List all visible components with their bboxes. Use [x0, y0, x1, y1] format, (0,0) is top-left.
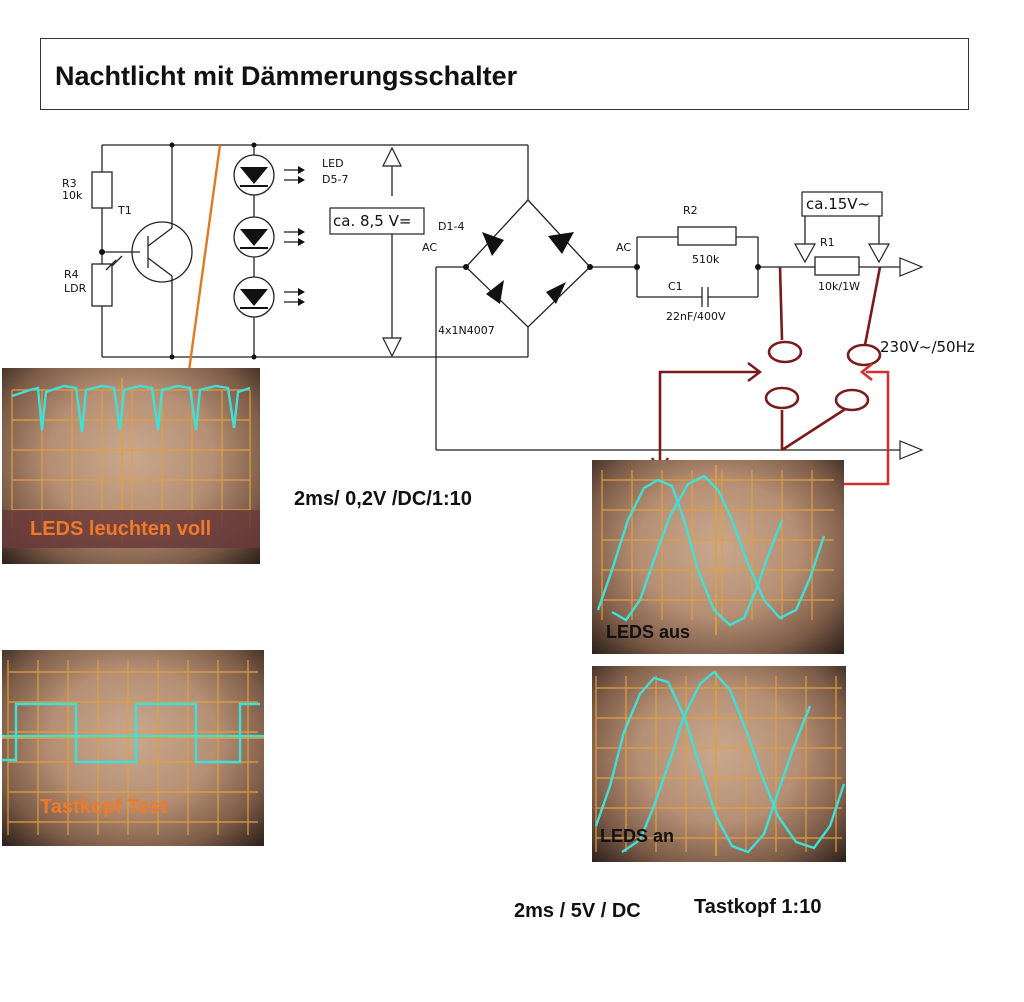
- label-ac-right: AC: [616, 241, 632, 254]
- ldr-r4: [91, 263, 113, 307]
- scope-1-trace: [2, 378, 260, 548]
- label-r1-value: 10k/1W: [818, 280, 860, 293]
- scope-settings-bottom-b: Tastkopf 1:10: [694, 896, 822, 918]
- resistor-r2: [677, 226, 737, 246]
- label-bridge: D1-4: [438, 220, 465, 233]
- label-ac-voltage: ca.15V~: [806, 195, 871, 213]
- scope-4-trace: [594, 670, 846, 856]
- label-c1: C1: [668, 280, 683, 293]
- scope-1-caption: LEDS leuchten voll: [30, 518, 212, 540]
- terminal-top: [899, 257, 924, 277]
- scope-screen-3: LEDS aus: [592, 460, 844, 654]
- label-c1-value: 22nF/400V: [666, 310, 726, 323]
- label-dc-voltage: ca. 8,5 V=: [333, 212, 412, 230]
- resistor-r3: [91, 171, 113, 209]
- label-led-range: D5-7: [322, 173, 349, 186]
- scope-settings-bottom-a: 2ms / 5V / DC: [514, 900, 641, 922]
- scope-2-caption: Tastkopf Test: [40, 796, 168, 818]
- resistor-r1: [814, 256, 860, 276]
- label-led: LED: [322, 157, 344, 170]
- label-r3: R3: [62, 177, 77, 190]
- label-ac-left: AC: [422, 241, 438, 254]
- label-r2: R2: [683, 204, 698, 217]
- scope-screen-1: LEDS leuchten voll: [2, 368, 260, 564]
- label-r4: R4: [64, 268, 79, 281]
- scope-3-trace: [596, 465, 834, 635]
- scope-4-caption: LEDS an: [600, 826, 675, 846]
- title-box: Nachtlicht mit Dämmerungsschalter: [40, 38, 969, 110]
- scope-settings-left: 2ms/ 0,2V /DC/1:10: [294, 488, 472, 510]
- label-r2-value: 510k: [692, 253, 720, 266]
- transistor-t1: [131, 221, 193, 283]
- label-bridge-part: 4x1N4007: [438, 324, 495, 337]
- scope-screen-4: LEDS an: [592, 666, 846, 862]
- label-r1: R1: [820, 236, 835, 249]
- terminal-bottom: [899, 440, 924, 460]
- scope-2-trace: [2, 660, 264, 835]
- led-d5-7: [233, 154, 305, 318]
- bridge-diodes: [482, 232, 574, 304]
- label-mains: 230V~/50Hz: [880, 338, 975, 356]
- label-t1: T1: [118, 204, 132, 217]
- label-ldr: LDR: [64, 282, 87, 295]
- scope-screen-2: Tastkopf Test: [2, 650, 264, 846]
- scope-3-caption: LEDS aus: [606, 622, 691, 642]
- diagram-title: Nachtlicht mit Dämmerungsschalter: [55, 61, 518, 91]
- label-r3-value: 10k: [62, 189, 83, 202]
